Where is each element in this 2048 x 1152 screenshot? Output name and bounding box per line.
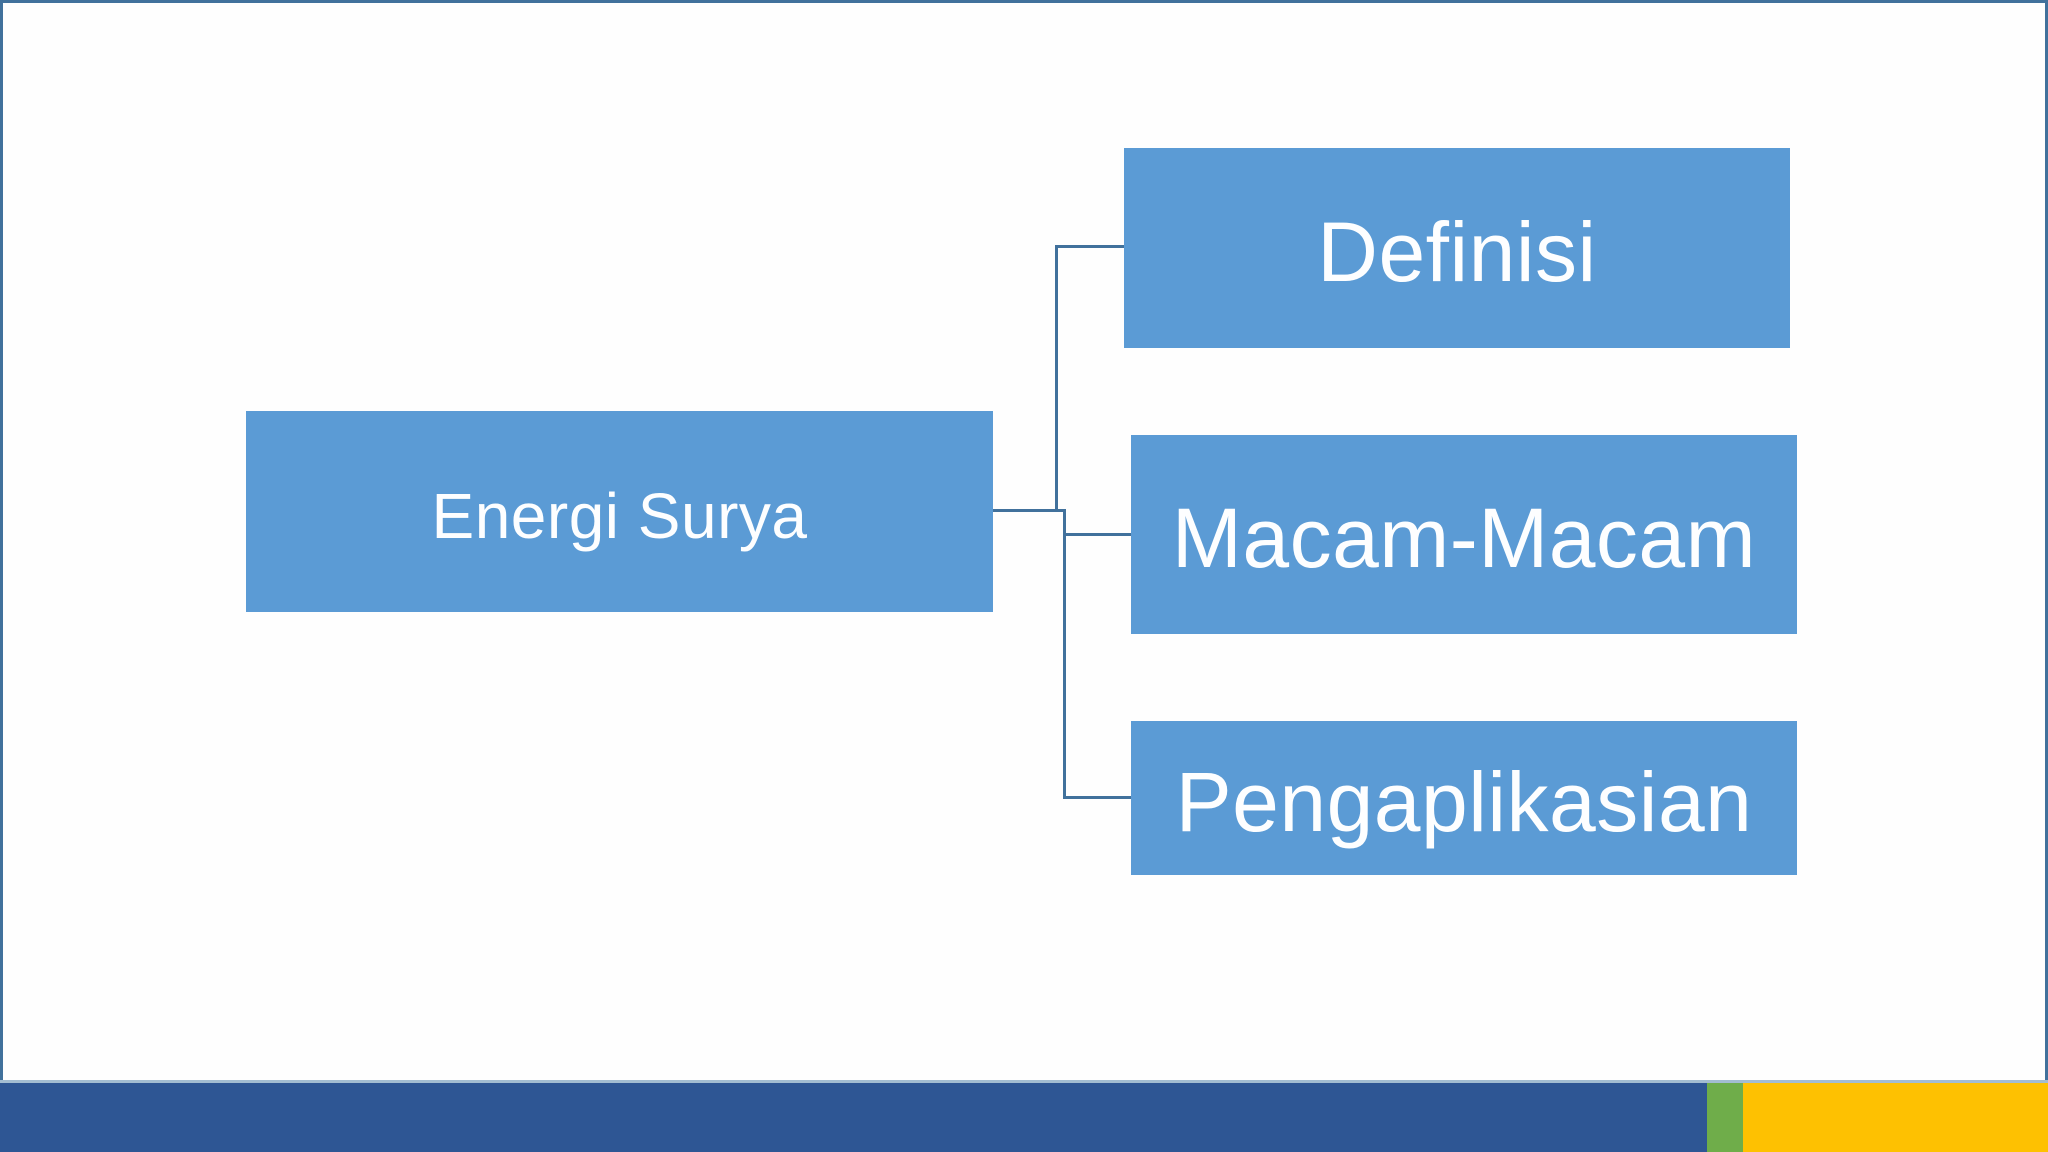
diagram-node-label: Definisi (1317, 204, 1597, 299)
slide-border-left (0, 0, 3, 1081)
diagram-node-label: Energi Surya (431, 479, 808, 552)
connector-branch-definisi (1055, 245, 1125, 248)
connector-trunk-lower (1063, 509, 1066, 799)
connector-branch-pengaplikasian (1063, 796, 1132, 799)
slide-border-top (0, 0, 2048, 3)
footer-bar-top-line (0, 1080, 2048, 1083)
diagram-node-label: Pengaplikasian (1175, 754, 1753, 849)
diagram-node-energi-surya[interactable]: Energi Surya (246, 411, 993, 612)
connector-trunk-upper (1055, 246, 1058, 512)
footer-green-segment (1707, 1083, 1743, 1152)
slide-border-right (2045, 0, 2048, 1081)
footer-accent-bar (0, 1083, 2048, 1152)
diagram-node-macam-macam[interactable]: Macam-Macam (1131, 435, 1797, 634)
footer-navy-segment (0, 1083, 1707, 1152)
connector-branch-macam-macam (1063, 533, 1132, 536)
diagram-node-definisi[interactable]: Definisi (1124, 148, 1790, 348)
diagram-node-label: Macam-Macam (1171, 491, 1757, 585)
footer-gold-segment (1743, 1083, 2048, 1152)
diagram-node-pengaplikasian[interactable]: Pengaplikasian (1131, 721, 1797, 875)
connector-root-horizontal (993, 509, 1065, 512)
